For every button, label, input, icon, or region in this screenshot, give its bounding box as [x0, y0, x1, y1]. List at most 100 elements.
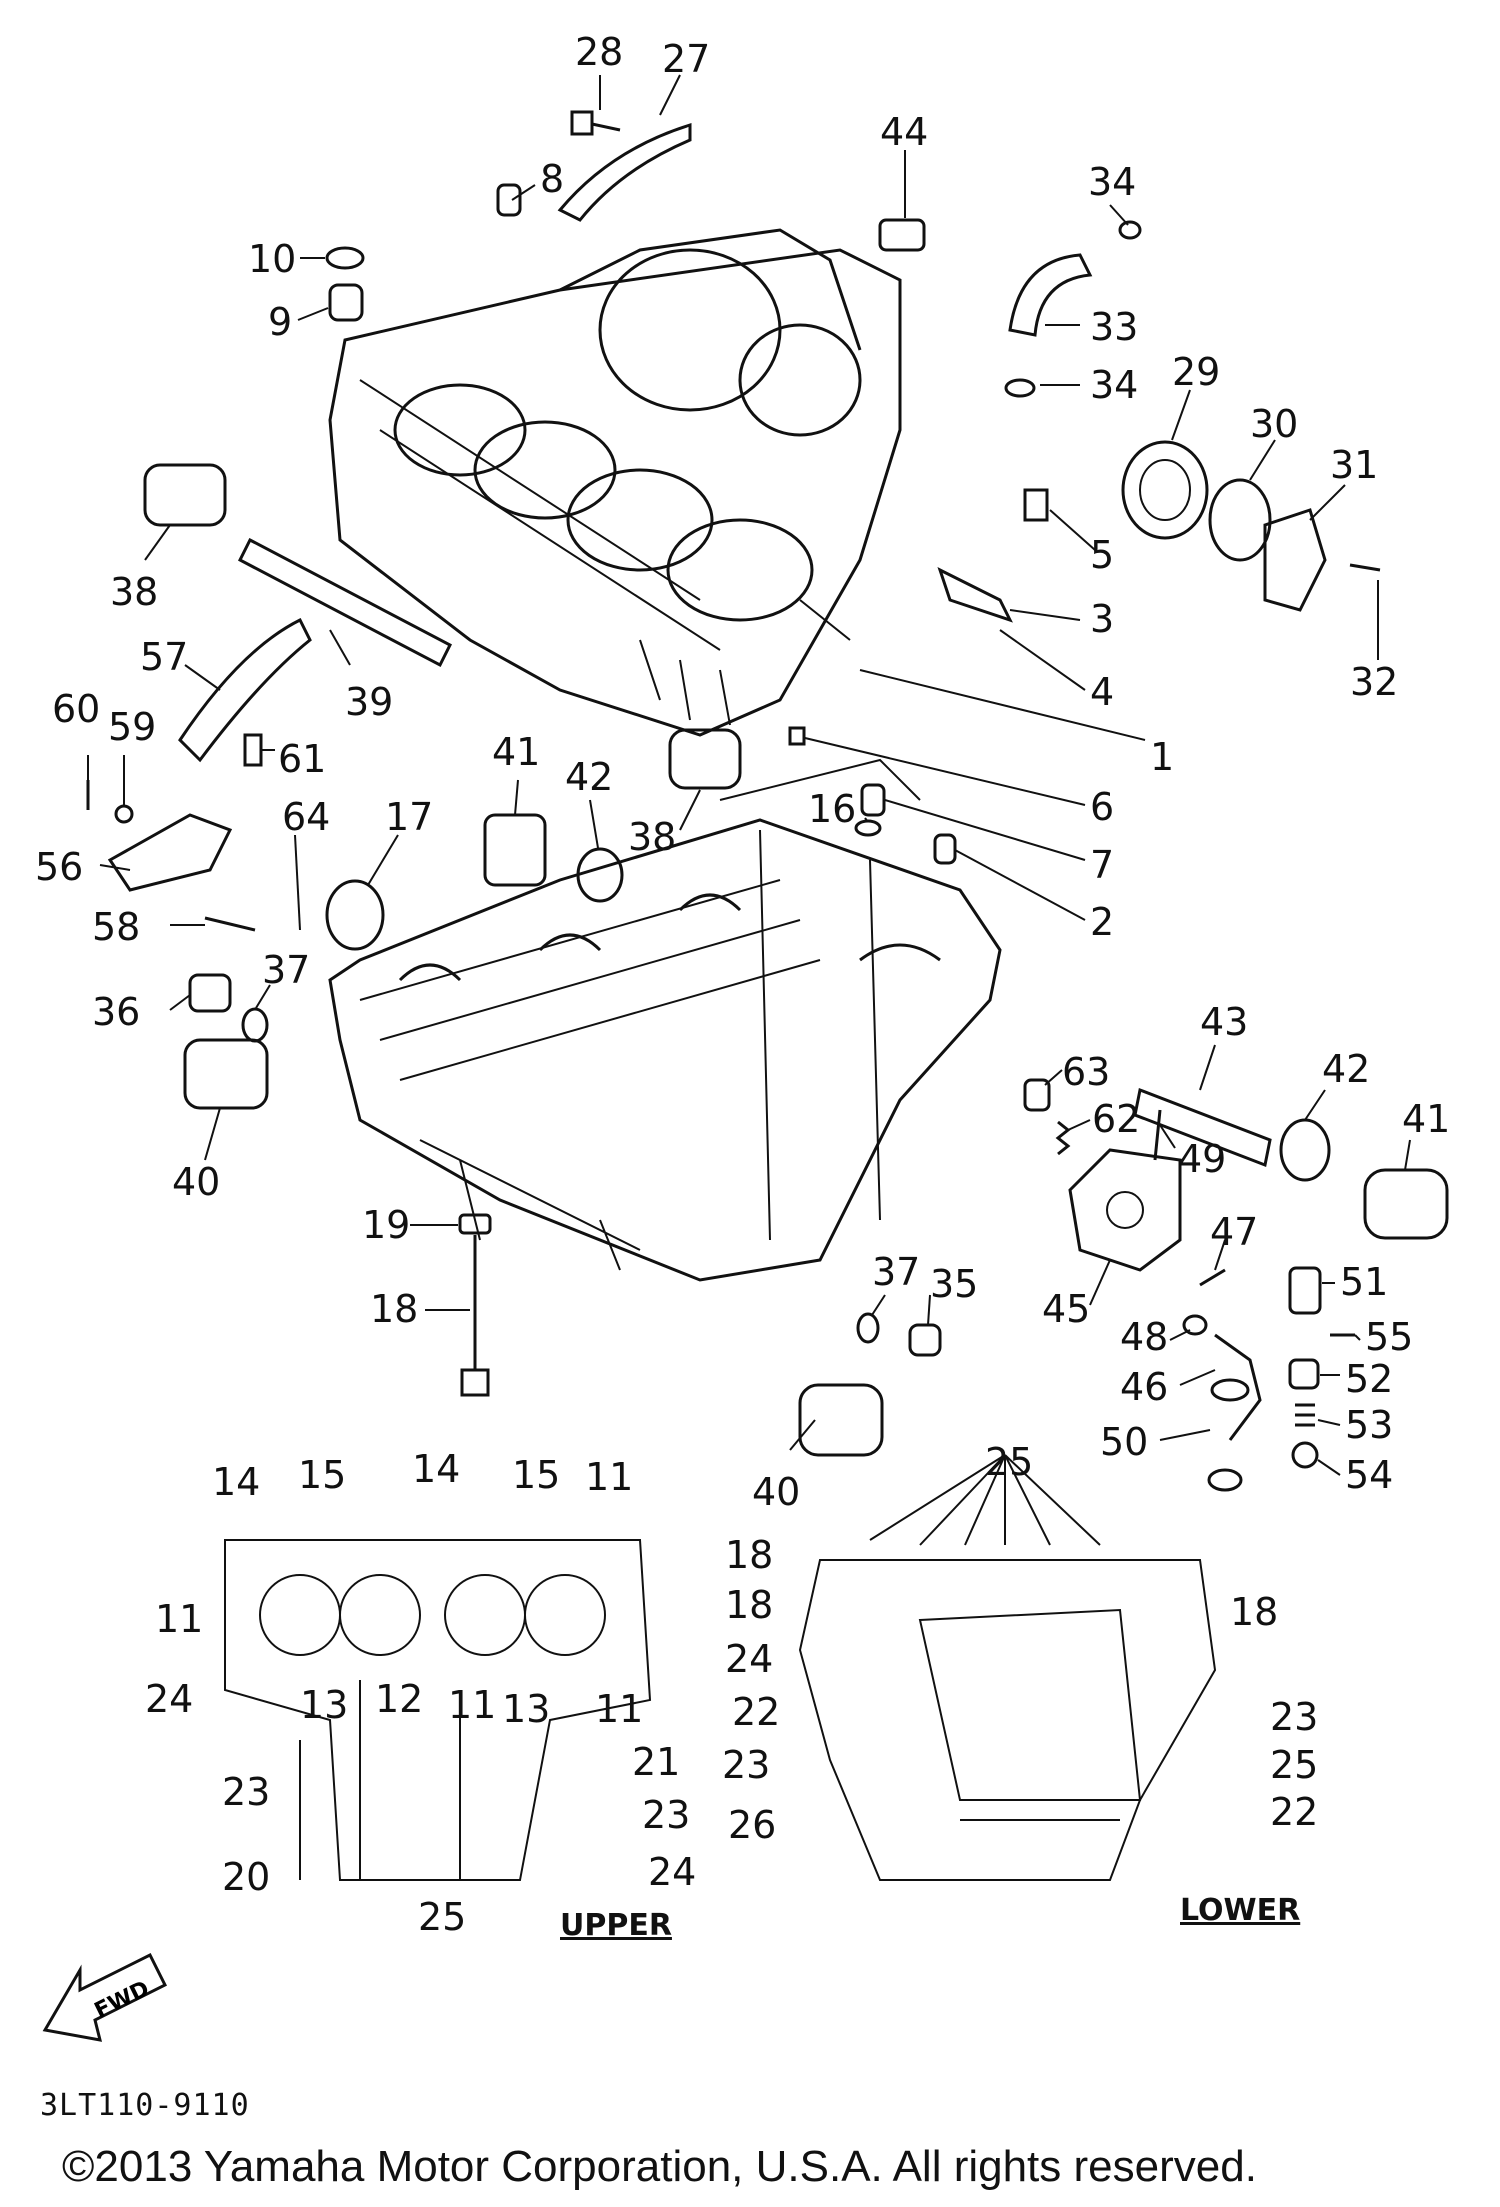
lower-callout-24: 24 [725, 1637, 773, 1681]
upper-callout-13-right: 13 [502, 1687, 550, 1731]
upper-callout-20: 20 [222, 1855, 270, 1899]
copyright-notice: ©2013 Yamaha Motor Corporation, U.S.A. A… [62, 2142, 1257, 2191]
callout-38-lower: 38 [628, 815, 676, 859]
section-lower-label: LOWER [1180, 1893, 1300, 1928]
fwd-arrow: FWD [42, 1952, 168, 2042]
lower-bolt-layout [798, 1559, 1217, 1881]
callout-25-top: 25 [985, 1440, 1033, 1484]
callout-labels: 28 27 8 44 34 33 34 29 30 31 32 10 9 5 3… [35, 30, 1450, 1514]
callout-3: 3 [1090, 597, 1114, 641]
callout-39: 39 [345, 680, 393, 724]
upper-bolt-layout [224, 1539, 652, 1881]
callout-34-lower: 34 [1090, 363, 1138, 407]
lower-callout-23-right: 23 [1270, 1695, 1318, 1739]
callout-48: 48 [1120, 1315, 1168, 1359]
callout-31: 31 [1330, 443, 1378, 487]
callout-8: 8 [540, 157, 564, 201]
upper-callout-11-mid: 11 [448, 1683, 496, 1727]
part-code: 3LT110-9110 [40, 2088, 250, 2123]
callout-30: 30 [1250, 402, 1298, 446]
callout-16: 16 [808, 787, 856, 831]
callout-58: 58 [92, 905, 140, 949]
lower-callout-25: 25 [1270, 1743, 1318, 1787]
upper-callout-21: 21 [632, 1740, 680, 1784]
callout-36: 36 [92, 990, 140, 1034]
upper-callout-15-right: 15 [512, 1453, 560, 1497]
upper-callout-25: 25 [418, 1895, 466, 1939]
callout-40-lower: 40 [752, 1470, 800, 1514]
callout-55: 55 [1365, 1315, 1413, 1359]
callout-41-right: 41 [1402, 1097, 1450, 1141]
callout-1: 1 [1150, 735, 1174, 779]
callout-34: 34 [1088, 160, 1136, 204]
callout-5: 5 [1090, 533, 1114, 577]
callout-28: 28 [575, 30, 623, 74]
callout-32: 32 [1350, 660, 1398, 704]
callout-6: 6 [1090, 785, 1114, 829]
upper-layout-callouts: 14 15 14 15 11 11 13 12 11 13 11 24 23 2… [145, 1447, 696, 1939]
leader-lines [87, 74, 1411, 1546]
callout-33: 33 [1090, 305, 1138, 349]
upper-callout-23-left: 23 [222, 1770, 270, 1814]
callout-43: 43 [1200, 1000, 1248, 1044]
callout-41: 41 [492, 730, 540, 774]
callout-63: 63 [1062, 1050, 1110, 1094]
callout-19: 19 [362, 1203, 410, 1247]
lower-callout-23-left: 23 [722, 1743, 770, 1787]
callout-2: 2 [1090, 900, 1114, 944]
upper-callout-11-topright: 11 [585, 1455, 633, 1499]
upper-callout-15-left: 15 [298, 1453, 346, 1497]
lower-callout-18-left: 18 [725, 1583, 773, 1627]
lower-crankcase [328, 758, 1002, 1282]
section-upper-label: UPPER [560, 1908, 672, 1943]
callout-57: 57 [140, 635, 188, 679]
upper-callout-23-right: 23 [642, 1793, 690, 1837]
callout-9: 9 [268, 300, 292, 344]
callout-46: 46 [1120, 1365, 1168, 1409]
upper-callout-11-left: 11 [155, 1597, 203, 1641]
callout-49: 49 [1178, 1137, 1226, 1181]
lower-callout-22-left: 22 [732, 1690, 780, 1734]
callout-64: 64 [282, 795, 330, 839]
callout-52: 52 [1345, 1357, 1393, 1401]
upper-callout-14-mid: 14 [412, 1447, 460, 1491]
callout-50: 50 [1100, 1420, 1148, 1464]
callout-61: 61 [278, 737, 326, 781]
callout-51: 51 [1340, 1260, 1388, 1304]
lower-callout-18-top: 18 [725, 1533, 773, 1577]
callout-37-lower: 37 [872, 1250, 920, 1294]
lower-layout-callouts: 18 18 18 24 22 23 26 23 25 22 [722, 1533, 1318, 1847]
upper-callout-13-left: 13 [300, 1683, 348, 1727]
callout-53: 53 [1345, 1403, 1393, 1447]
callout-42: 42 [565, 755, 613, 799]
callout-18: 18 [370, 1287, 418, 1331]
callout-4: 4 [1090, 670, 1114, 714]
upper-callout-12: 12 [375, 1677, 423, 1721]
fwd-label: FWD [91, 1976, 154, 2024]
callout-45: 45 [1042, 1287, 1090, 1331]
callout-54: 54 [1345, 1453, 1393, 1497]
callout-29: 29 [1172, 350, 1220, 394]
callout-35: 35 [930, 1262, 978, 1306]
upper-callout-11-right: 11 [595, 1687, 643, 1731]
callout-44: 44 [880, 110, 928, 154]
callout-10: 10 [248, 237, 296, 281]
lower-callout-26: 26 [728, 1803, 776, 1847]
callout-42-right: 42 [1322, 1047, 1370, 1091]
callout-17: 17 [385, 795, 433, 839]
callout-59: 59 [108, 705, 156, 749]
upper-callout-24-left: 24 [145, 1677, 193, 1721]
callout-38: 38 [110, 570, 158, 614]
callout-60: 60 [52, 687, 100, 731]
callout-7: 7 [1090, 843, 1114, 887]
callout-40: 40 [172, 1160, 220, 1204]
upper-crankcase [328, 228, 902, 737]
callout-37: 37 [262, 948, 310, 992]
callout-27: 27 [662, 37, 710, 81]
callout-56: 56 [35, 845, 83, 889]
upper-callout-14-left: 14 [212, 1460, 260, 1504]
lower-callout-22-right: 22 [1270, 1790, 1318, 1834]
lower-callout-18-right: 18 [1230, 1590, 1278, 1634]
callout-47: 47 [1210, 1210, 1258, 1254]
